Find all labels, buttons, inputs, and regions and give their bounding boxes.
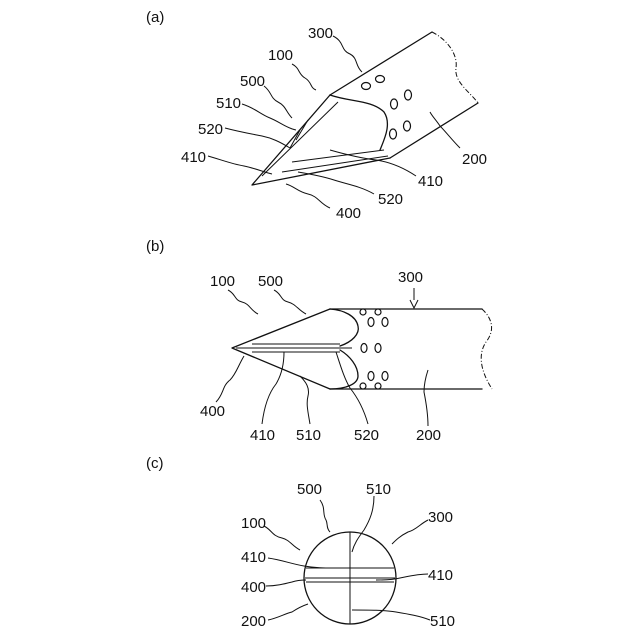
panel-a-label-400: 400 <box>336 205 361 222</box>
panel-c-leader-510b <box>352 610 430 620</box>
panel-b-leader-400 <box>216 356 244 402</box>
panel-a-label-200: 200 <box>462 151 487 168</box>
panel-b-label-510: 510 <box>296 427 321 444</box>
panel-a-label-410a: 410 <box>181 149 206 166</box>
panel-b-leader-200 <box>424 370 428 426</box>
panel-a-label-100: 100 <box>268 47 293 64</box>
panel-b-bevel-upper <box>330 309 358 346</box>
panel-a-title: (a) <box>146 9 164 26</box>
panel-b-tip-outline <box>232 309 330 389</box>
panel-c-leader-500 <box>320 500 330 532</box>
panel-b-bevel-lower <box>330 350 358 389</box>
panel-c: (c) 500 510 100 300 410 410 400 200 510 <box>146 455 455 630</box>
panel-c-leader-200 <box>268 604 308 620</box>
panel-a-hole <box>390 129 397 139</box>
panel-a-label-510: 510 <box>216 95 241 112</box>
panel-b-label-400: 400 <box>200 403 225 420</box>
panel-b-arrow-300 <box>410 300 418 308</box>
panel-b-label-520: 520 <box>354 427 379 444</box>
panel-b-tube-break <box>481 309 492 389</box>
panel-a-label-500: 500 <box>240 73 265 90</box>
panel-a-tube-bottom-edge <box>390 103 478 158</box>
panel-a-leader-300 <box>333 36 362 72</box>
panel-c-label-410a: 410 <box>241 549 266 566</box>
panel-a-tube-top-edge <box>330 32 432 95</box>
panel-a-hole <box>391 99 398 109</box>
panel-b-holes <box>360 309 388 389</box>
panel-c-label-500: 500 <box>297 481 322 498</box>
panel-c-leader-410b <box>376 574 428 580</box>
panel-c-label-400: 400 <box>241 579 266 596</box>
panel-a-label-410b: 410 <box>418 173 443 190</box>
panel-a-tube-break <box>432 32 478 103</box>
panel-b-label-200: 200 <box>416 427 441 444</box>
panel-c-leader-410a <box>268 558 334 568</box>
panel-c-label-100: 100 <box>241 515 266 532</box>
panel-c-leader-100 <box>264 526 300 550</box>
panel-b-title: (b) <box>146 238 164 255</box>
panel-a-leader-510 <box>242 104 296 130</box>
panel-a-label-520b: 520 <box>378 191 403 208</box>
panel-c-label-200: 200 <box>241 613 266 630</box>
panel-a-leader-520b <box>298 172 374 194</box>
panel-a-leader-100 <box>292 64 316 90</box>
panel-a-hole <box>376 76 385 83</box>
panel-c-title: (c) <box>146 455 164 472</box>
panel-a-hole <box>405 90 412 100</box>
panel-c-label-510b: 510 <box>430 613 455 630</box>
panel-a-hole <box>404 121 411 131</box>
panel-a-leader-520a <box>225 128 290 148</box>
panel-c-label-300: 300 <box>428 509 453 526</box>
panel-c-leader-300 <box>392 520 428 544</box>
panel-a-label-520a: 520 <box>198 121 223 138</box>
panel-a-leader-410a <box>208 156 272 174</box>
panel-b-leader-510 <box>300 376 310 424</box>
panel-b-label-300: 300 <box>398 269 423 286</box>
panel-a-tip-outline <box>252 95 390 185</box>
panel-c-label-410b: 410 <box>428 567 453 584</box>
panel-a-bevel-face <box>330 95 387 150</box>
panel-b-label-100: 100 <box>210 273 235 290</box>
panel-b-leader-410 <box>262 352 284 424</box>
panel-a-hole <box>362 83 371 90</box>
panel-c-leader-510a <box>352 496 374 552</box>
panel-b-label-500: 500 <box>258 273 283 290</box>
panel-a-label-300: 300 <box>308 25 333 42</box>
panel-b-leader-500 <box>274 290 306 314</box>
panel-a-leader-500 <box>264 86 292 118</box>
panel-a-leader-400 <box>286 184 330 208</box>
panel-c-label-510a: 510 <box>366 481 391 498</box>
panel-a: (a) 300 100 500 510 520 <box>146 9 487 222</box>
panel-b-label-410: 410 <box>250 427 275 444</box>
panel-b: (b) <box>146 238 492 444</box>
panel-a-cut-line-2 <box>282 156 388 172</box>
panel-b-leader-100 <box>228 290 258 314</box>
panel-c-leader-400 <box>266 580 306 586</box>
